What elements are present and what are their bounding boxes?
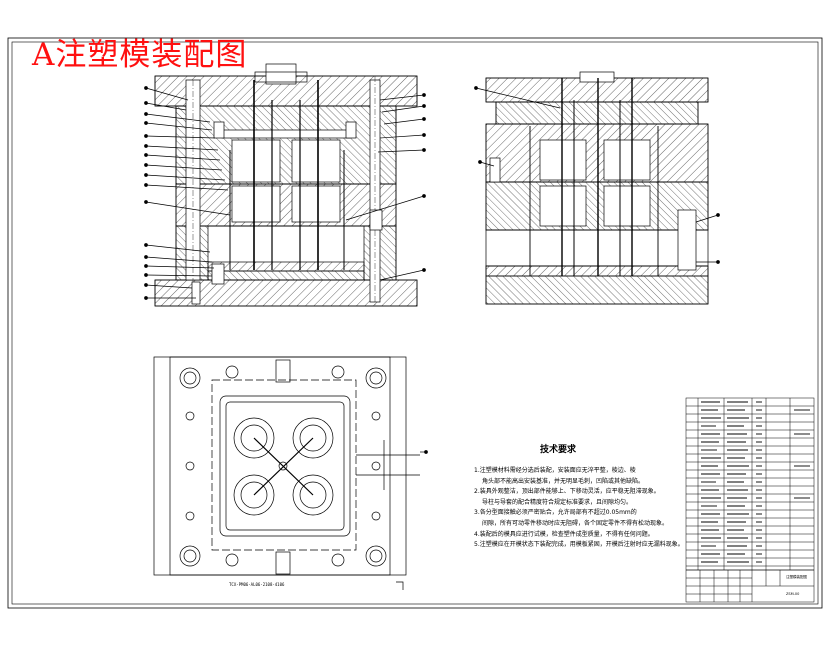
- bom-title-block: [685, 397, 815, 603]
- tech-note: 导柱与导套的配合精度符合规定标准要求，且间隙均匀。: [482, 498, 633, 506]
- tech-note: 4.装配后的模具应进行试模，检查塑件成型质量，不得有任何问题。: [474, 530, 654, 538]
- inner-frame: [11, 41, 819, 605]
- tech-note: 间隙，所有可动零件移动时应无阻碍，各个固定零件不得有松动现象。: [482, 519, 669, 527]
- tech-note: 3.各分型面接触必须严密贴合，允许局部有不超过0.05mm的: [474, 509, 637, 517]
- drawing-title: A注塑模装配图: [32, 37, 248, 73]
- side-section-view: [474, 71, 720, 305]
- plan-view-caption: TCX-PM06-AL06-2108-4106: [229, 582, 285, 587]
- technical-requirements-heading: 技术要求: [540, 445, 577, 455]
- plan-view: [153, 356, 428, 590]
- title-block-drawing-number: ZSM-00: [786, 592, 800, 596]
- tech-note: 1.注塑模材料需经分选后装配，安装面应无淬平整，棱边、棱: [474, 467, 636, 474]
- outer-frame: [7, 37, 823, 609]
- technical-requirements-list: 1.注塑模材料需经分选后装配，安装面应无淬平整，棱边、棱 角头部不能高出安装基准…: [474, 466, 689, 551]
- title-block-drawing-label: 注塑模装配图: [786, 575, 807, 579]
- tech-note: 2.装具外观整洁，顶出部件能够上、下移动灵活，应平稳无阻滞现象。: [474, 488, 660, 496]
- tech-note: 5.注塑模应在开模状态下装配完成，用模板紧固，开模后注射时应无漏料现象。: [474, 541, 684, 549]
- front-section-view: [144, 63, 426, 307]
- tech-note: 角头部不能高出安装基准，并无明显毛刺，凹陷或其他缺陷。: [482, 477, 645, 485]
